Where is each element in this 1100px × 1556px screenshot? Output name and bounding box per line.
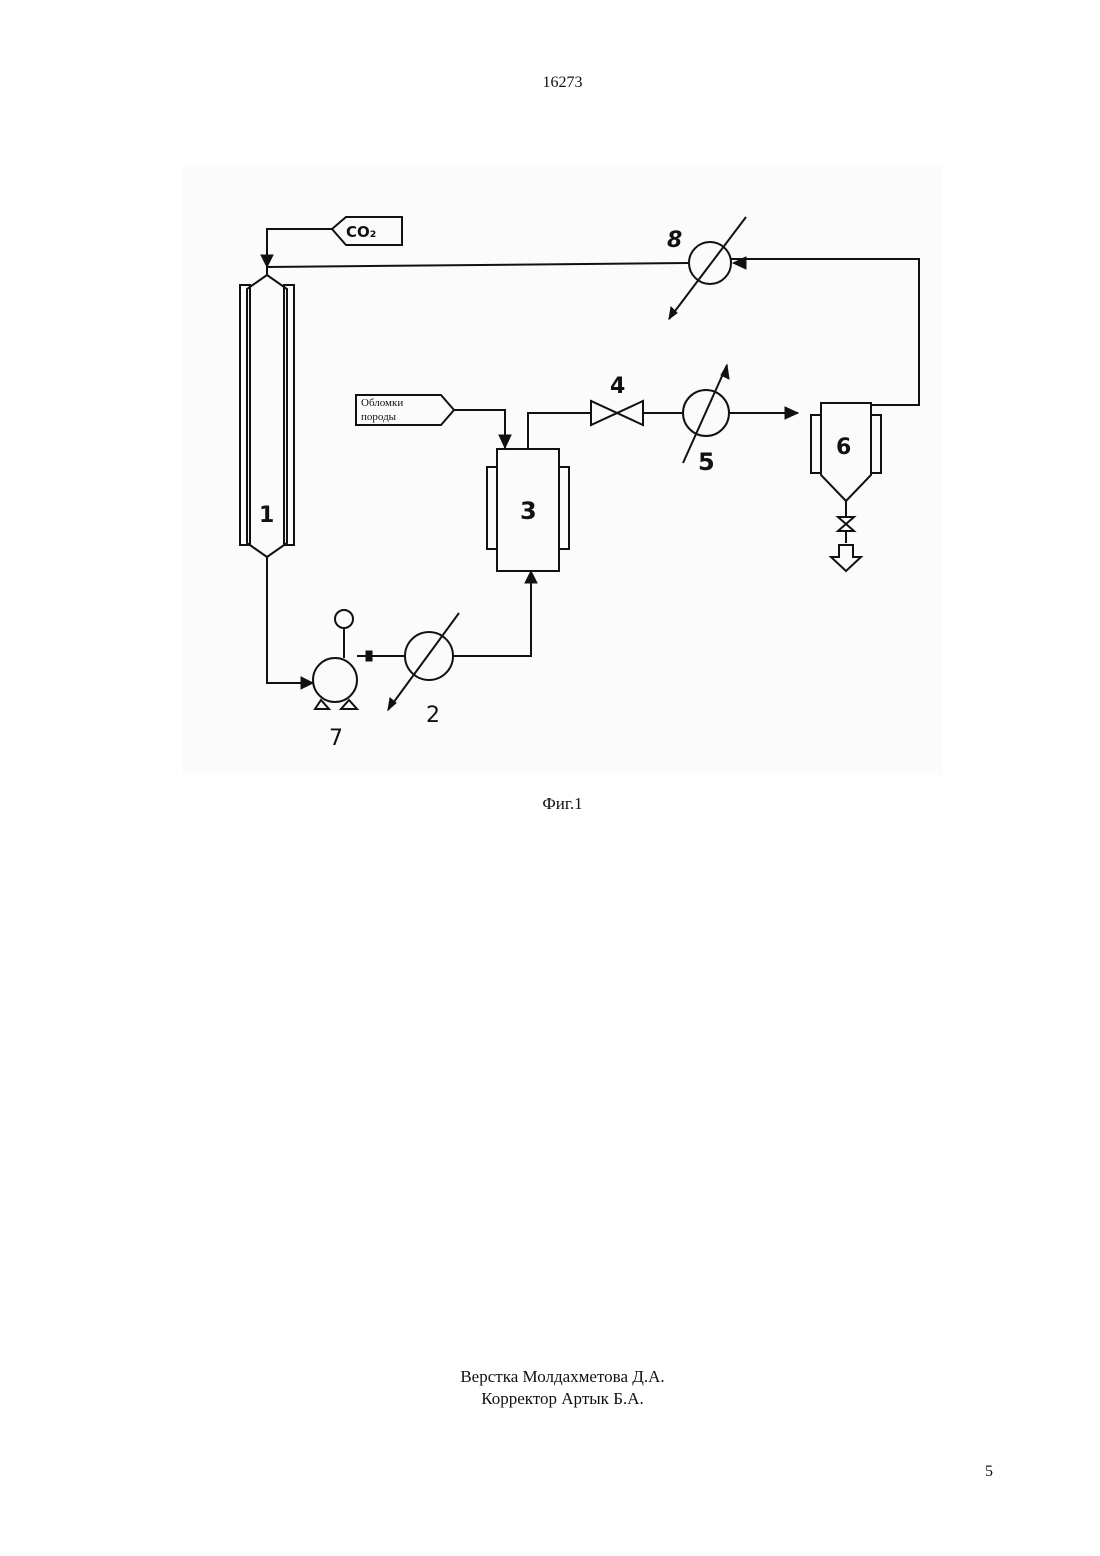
arrowhead-rock-feed (499, 435, 511, 448)
heat-exchanger-2 (405, 632, 453, 680)
vessel-1-jacket-left (240, 285, 250, 545)
label-6: 6 (836, 435, 851, 460)
pump-7 (313, 658, 357, 702)
flange-pump-outlet (366, 651, 372, 661)
credits-block: Верстка Молдахметова Д.А. Корректор Арты… (0, 1366, 1100, 1410)
label-8: 8 (667, 228, 682, 253)
rock-label-line2: породы (361, 411, 397, 423)
diagram-canvas: CO₂ Обломки породы 1 2 3 4 5 6 7 8 (183, 165, 943, 775)
vessel-1-jacket-right (284, 285, 294, 545)
separator-6-jacket-right (871, 415, 881, 473)
separator-6-return-line (731, 259, 919, 405)
arrowhead-into-vessel-3 (525, 571, 537, 583)
label-4: 4 (610, 374, 625, 399)
vessel-3-jacket-left (487, 467, 497, 549)
label-3: 3 (520, 497, 537, 525)
arrowhead-to-pump (301, 677, 313, 689)
label-1: 1 (259, 503, 274, 528)
exchanger-2-to-vessel-3-line (453, 575, 531, 656)
layout-credit: Верстка Молдахметова Д.А. (0, 1366, 1100, 1388)
co2-label: CO₂ (346, 223, 376, 241)
arrowhead-to-separator (785, 407, 798, 419)
drain-valve (838, 517, 854, 531)
co2-feed-line (267, 229, 332, 267)
document-number: 16273 (0, 74, 1100, 92)
figure-caption: Фиг.1 (0, 794, 1100, 814)
page-number: 5 (985, 1463, 993, 1481)
rock-label-line1: Обломки (361, 397, 403, 409)
process-diagram: CO₂ Обломки породы 1 2 3 4 5 6 7 8 (183, 165, 943, 775)
heat-exchanger-2-arrow (388, 613, 459, 710)
arrowhead-co2 (261, 255, 273, 267)
recycle-line (267, 263, 688, 267)
label-5: 5 (698, 448, 715, 476)
heat-exchanger-8 (689, 242, 731, 284)
pump-7-gauge (335, 610, 353, 628)
label-2: 2 (426, 703, 440, 728)
rock-feed-line (454, 410, 505, 448)
label-7: 7 (329, 726, 343, 751)
discharge-arrow-icon (831, 545, 861, 571)
valve-4 (591, 401, 643, 425)
vessel-1-outlet-line (267, 557, 311, 683)
vessel-3-jacket-right (559, 467, 569, 549)
vessel-3-outlet-line (528, 413, 591, 449)
separator-6-jacket-left (811, 415, 821, 473)
corrector-credit: Корректор Артык Б.А. (0, 1388, 1100, 1410)
